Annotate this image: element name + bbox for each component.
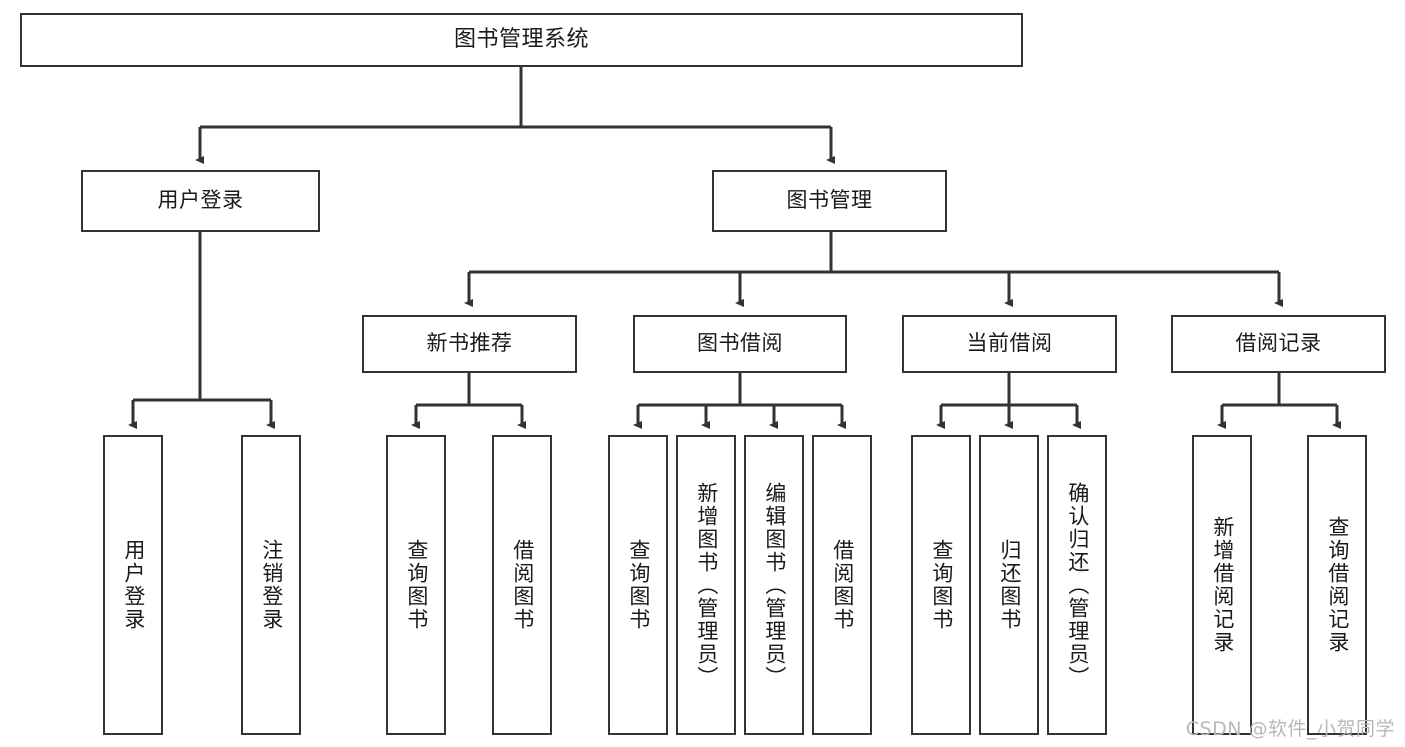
leaf-current-confirm-return-admin[interactable]: 确认归还（管理员） — [1047, 435, 1107, 735]
node-book-management-system[interactable]: 图书管理系统 — [20, 13, 1023, 67]
leaf-borrow-add-book-admin[interactable]: 新增图书（管理员） — [676, 435, 736, 735]
node-label: 新书推荐 — [426, 331, 513, 356]
leaf-newbook-borrow-book[interactable]: 借阅图书 — [492, 435, 552, 735]
leaf-newbook-query-book[interactable]: 查询图书 — [386, 435, 446, 735]
leaf-user-login-signin[interactable]: 用户登录 — [103, 435, 163, 735]
node-label: 新增借阅记录 — [1210, 516, 1235, 654]
node-label: 借阅记录 — [1235, 331, 1322, 356]
node-label: 图书借阅 — [697, 331, 783, 356]
node-new-book-recommend[interactable]: 新书推荐 — [362, 315, 577, 373]
node-label: 编辑图书（管理员） — [762, 481, 787, 689]
leaf-borrow-query-book[interactable]: 查询图书 — [608, 435, 668, 735]
node-label: 归还图书 — [997, 539, 1022, 631]
node-label: 借阅图书 — [510, 539, 535, 631]
node-label: 确认归还（管理员） — [1065, 481, 1090, 689]
node-label: 图书管理 — [786, 188, 873, 213]
node-label: 用户登录 — [157, 188, 244, 213]
leaf-borrow-borrow-book[interactable]: 借阅图书 — [812, 435, 872, 735]
node-label: 查询图书 — [404, 539, 429, 631]
leaf-current-query-book[interactable]: 查询图书 — [911, 435, 971, 735]
leaf-user-login-signout[interactable]: 注销登录 — [241, 435, 301, 735]
leaf-borrow-edit-book-admin[interactable]: 编辑图书（管理员） — [744, 435, 804, 735]
node-label: 查询图书 — [929, 539, 954, 631]
node-book-management[interactable]: 图书管理 — [712, 170, 947, 232]
node-current-borrow[interactable]: 当前借阅 — [902, 315, 1117, 373]
node-book-borrow[interactable]: 图书借阅 — [633, 315, 847, 373]
node-label: 新增图书（管理员） — [694, 481, 719, 689]
watermark-text: CSDN @软件_小贺同学 — [1185, 718, 1395, 740]
leaf-record-query-record[interactable]: 查询借阅记录 — [1307, 435, 1367, 735]
node-label: 图书管理系统 — [453, 26, 589, 52]
leaf-current-return-book[interactable]: 归还图书 — [979, 435, 1039, 735]
leaf-record-add-record[interactable]: 新增借阅记录 — [1192, 435, 1252, 735]
node-label: 借阅图书 — [830, 539, 855, 631]
node-borrow-record[interactable]: 借阅记录 — [1171, 315, 1386, 373]
node-label: 用户登录 — [121, 539, 146, 631]
node-label: 当前借阅 — [966, 331, 1053, 356]
node-label: 查询借阅记录 — [1325, 516, 1350, 654]
node-label: 注销登录 — [259, 539, 284, 631]
node-label: 查询图书 — [626, 539, 651, 631]
node-user-login[interactable]: 用户登录 — [81, 170, 320, 232]
